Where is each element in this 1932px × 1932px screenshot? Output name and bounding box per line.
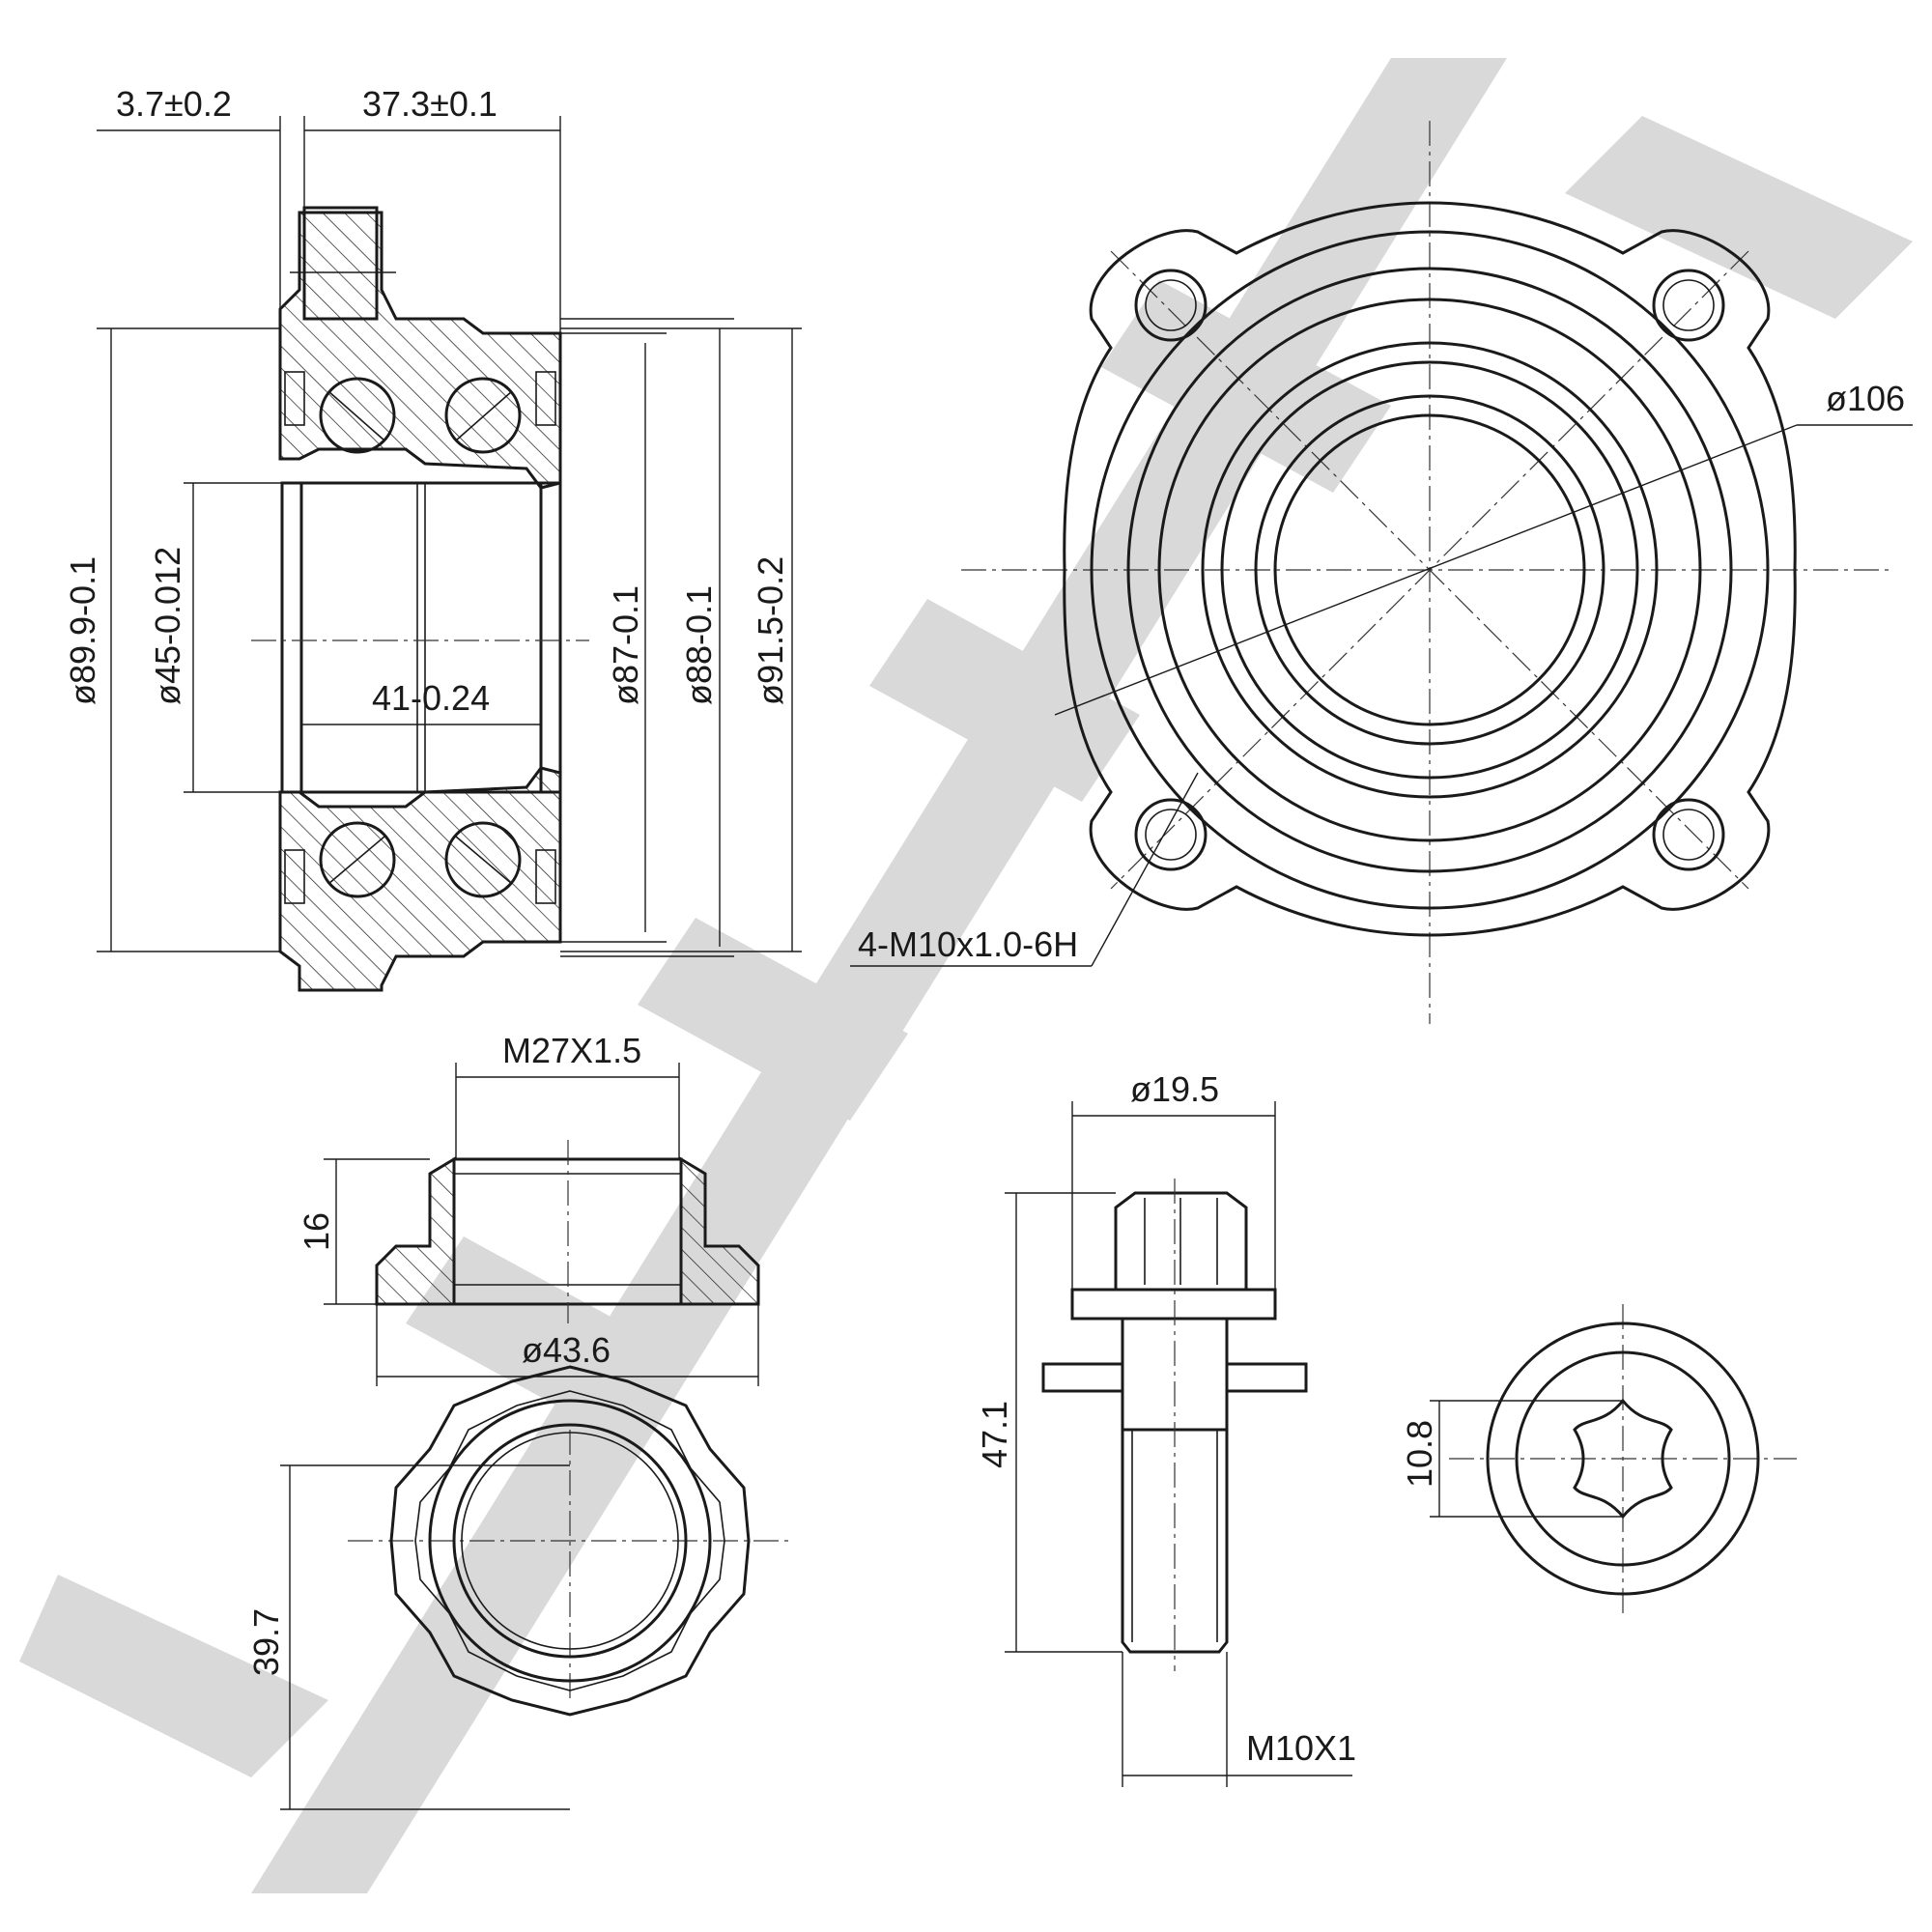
dim-dia-45: ø45-0.012 <box>148 547 187 705</box>
dim-nut-thread: M27X1.5 <box>502 1031 641 1070</box>
watermark-text: ZENITEK <box>1864 1921 1873 1923</box>
dim-bolt-length: 47.1 <box>975 1401 1014 1468</box>
dim-dia-91: ø91.5-0.2 <box>751 556 790 705</box>
dim-pcd: ø106 <box>1826 379 1905 418</box>
nut-top-view: 39.7 <box>246 1365 792 1810</box>
ball-top-left <box>319 377 396 454</box>
bolt-hole-bl <box>1134 798 1208 871</box>
watermark: ZENITEK <box>19 58 1913 1923</box>
thread-note: 4-M10x1.0-6H <box>858 924 1078 964</box>
bolt-end-view: 10.8 <box>1400 1304 1797 1613</box>
dim-dia-87: ø87-0.1 <box>606 585 645 705</box>
dim-nut-across: 39.7 <box>246 1608 286 1676</box>
ball-bottom-left <box>319 821 396 898</box>
ball-bottom-right <box>444 821 522 898</box>
bearing-section-view: 3.7±0.2 37.3±0.1 ø89.9-0.1 ø45-0.012 41-… <box>63 84 802 992</box>
dim-offset: 3.7±0.2 <box>116 84 232 124</box>
dim-inner-width: 41-0.24 <box>372 678 490 718</box>
ball-top-right <box>444 377 522 454</box>
flange-front-view: ø106 4-M10x1.0-6H <box>850 121 1913 1024</box>
dim-bolt-head: ø19.5 <box>1130 1069 1219 1109</box>
bolt-hole-tl <box>1134 269 1208 342</box>
dim-width: 37.3±0.1 <box>362 84 497 124</box>
dim-bolt-thread: M10X1 <box>1246 1728 1356 1768</box>
dim-nut-dia: ø43.6 <box>522 1330 611 1370</box>
bolt-side-view: ø19.5 47.1 M10X1 <box>975 1069 1356 1787</box>
dim-bolt-drive: 10.8 <box>1400 1420 1439 1488</box>
bolt-hole-tr <box>1652 269 1725 342</box>
bolt-hole-br <box>1652 798 1725 871</box>
nut-section-view: M27X1.5 16 ø43.6 <box>297 1031 760 1386</box>
dim-dia-88: ø88-0.1 <box>679 585 719 705</box>
dim-dia-89: ø89.9-0.1 <box>63 556 102 705</box>
dim-nut-height: 16 <box>297 1212 336 1251</box>
